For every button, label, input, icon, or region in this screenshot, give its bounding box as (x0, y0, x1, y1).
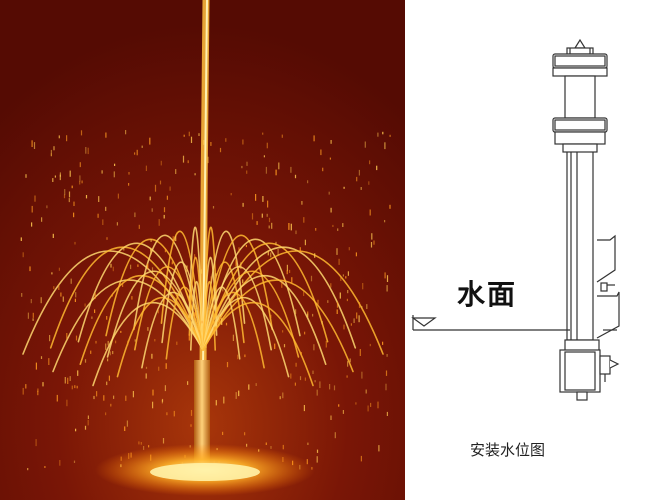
water-surface-line (411, 315, 570, 331)
mounting-bracket-upper (596, 234, 616, 292)
nozzle-body (559, 339, 601, 401)
upper-nozzle-head (552, 53, 608, 77)
water-surface-label: 水面 (457, 278, 518, 311)
side-valve-icon (599, 355, 620, 382)
fountain-stem (194, 360, 210, 470)
fountain-photo (0, 0, 405, 500)
main-pipe (562, 143, 598, 341)
adjusting-ring (552, 117, 608, 145)
mounting-bracket-lower (596, 291, 620, 339)
nozzle-tip-icon (566, 38, 594, 55)
upper-connector-tube (564, 75, 596, 119)
water-sprays (22, 0, 384, 387)
fountain-base-core (150, 463, 260, 481)
installation-diagram (405, 0, 650, 500)
diagram-caption: 安装水位图 (470, 441, 546, 459)
